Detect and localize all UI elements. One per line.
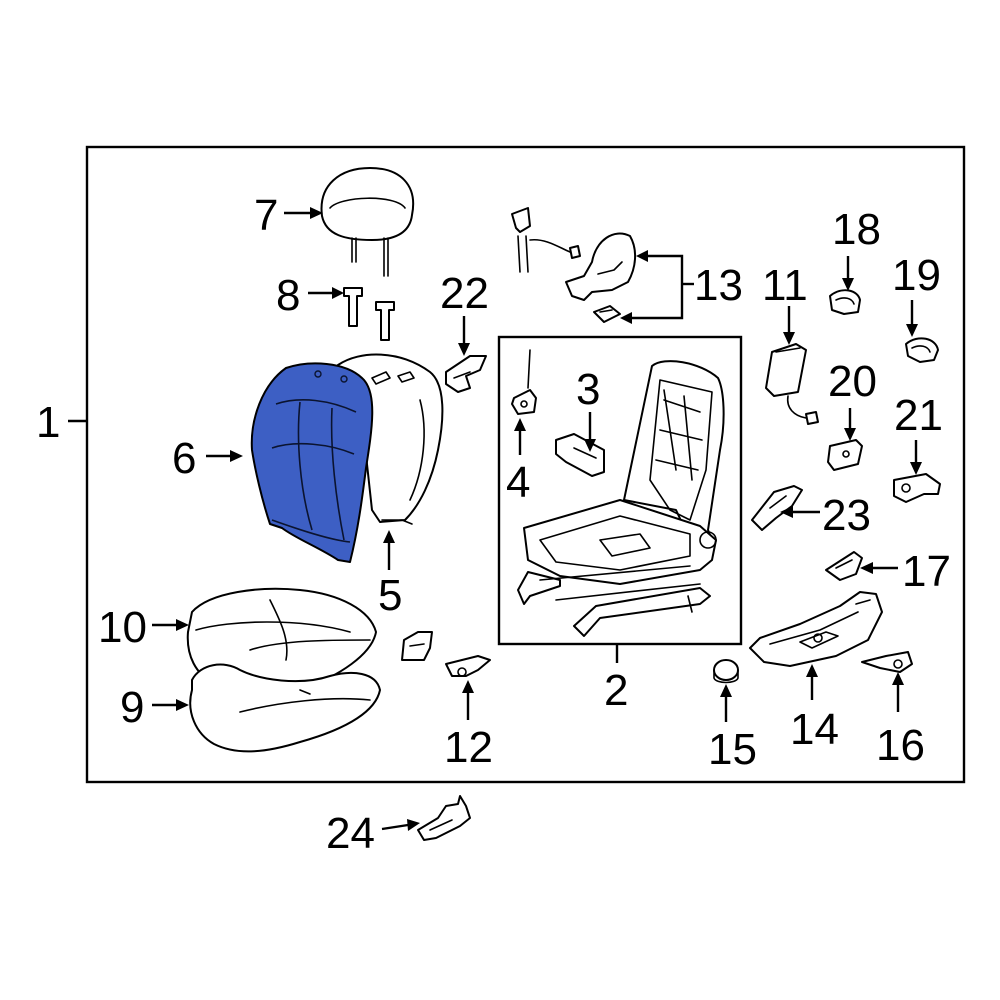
arrow-12 [462, 680, 474, 693]
switch-4-part[interactable] [511, 349, 537, 415]
arrow-16 [892, 672, 904, 685]
seat-cushion-pad-part[interactable] [189, 663, 381, 753]
callout-23[interactable]: 23 [822, 491, 871, 540]
callout-9[interactable]: 9 [120, 683, 144, 732]
leader-13 [630, 254, 684, 320]
knob-15-part[interactable] [713, 659, 739, 684]
callout-24[interactable]: 24 [326, 809, 375, 858]
headrest-part[interactable] [320, 167, 415, 277]
callout-21[interactable]: 21 [894, 391, 943, 440]
clip-19-part[interactable] [905, 337, 939, 363]
callout-19[interactable]: 19 [892, 251, 941, 300]
arrow-20 [844, 428, 856, 441]
callout-16[interactable]: 16 [876, 721, 925, 770]
arrow-24 [407, 819, 420, 831]
callout-20[interactable]: 20 [828, 357, 877, 406]
callout-5[interactable]: 5 [378, 571, 402, 620]
arrow-21 [910, 462, 922, 475]
arrow-11 [783, 332, 795, 345]
bracket-16-part[interactable] [861, 651, 913, 673]
arrow-13b [620, 312, 632, 324]
callout-2[interactable]: 2 [604, 666, 628, 715]
callout-15[interactable]: 15 [708, 725, 757, 774]
arrow-10 [176, 619, 189, 631]
arrow-6 [230, 450, 243, 462]
callout-14[interactable]: 14 [790, 705, 839, 754]
seat-frame-part[interactable] [517, 360, 725, 637]
cover-17-part[interactable] [825, 551, 863, 581]
callout-12[interactable]: 12 [444, 723, 493, 772]
seatback-cover-part[interactable] [250, 362, 374, 563]
arrow-13a [636, 250, 648, 262]
callout-18[interactable]: 18 [832, 205, 881, 254]
assembly-frame [85, 145, 966, 784]
seat-frame-box [497, 335, 743, 646]
callout-17[interactable]: 17 [902, 547, 951, 596]
callout-4[interactable]: 4 [506, 458, 530, 507]
bracket-20-part[interactable] [827, 439, 863, 471]
arrow-15 [720, 684, 732, 697]
leader-24 [381, 823, 409, 831]
arrow-9 [176, 699, 189, 711]
arrow-23 [780, 506, 793, 518]
callout-6[interactable]: 6 [172, 434, 196, 483]
arrow-22 [458, 343, 470, 356]
trim-23-part[interactable] [751, 485, 803, 531]
callout-13[interactable]: 13 [694, 261, 743, 310]
headrest-guide-part[interactable] [343, 287, 395, 341]
clip-part[interactable] [401, 631, 433, 661]
callout-8[interactable]: 8 [276, 271, 300, 320]
bracket-24-part[interactable] [417, 795, 471, 841]
bracket-12-part[interactable] [445, 655, 491, 677]
arrow-19 [906, 324, 918, 337]
callout-7[interactable]: 7 [254, 191, 278, 240]
arrow-18 [842, 278, 854, 291]
arrow-5 [383, 530, 395, 543]
bracket-21-part[interactable] [893, 473, 941, 503]
cover-13-part[interactable] [511, 207, 636, 323]
arrow-8 [332, 287, 344, 299]
module-11-part[interactable] [765, 343, 819, 425]
callout-11[interactable]: 11 [762, 261, 808, 310]
side-shield-14-part[interactable] [749, 591, 883, 667]
callout-22[interactable]: 22 [440, 269, 489, 318]
arrow-14 [806, 664, 818, 677]
arrow-7 [310, 207, 323, 219]
callout-1[interactable]: 1 [36, 398, 60, 447]
arrow-4 [514, 418, 526, 431]
callout-3[interactable]: 3 [576, 365, 600, 414]
bracket-22-part[interactable] [445, 355, 487, 393]
callout-10[interactable]: 10 [98, 603, 147, 652]
arrow-3 [584, 439, 596, 452]
arrow-17 [860, 562, 873, 574]
clip-18-part[interactable] [829, 289, 861, 315]
